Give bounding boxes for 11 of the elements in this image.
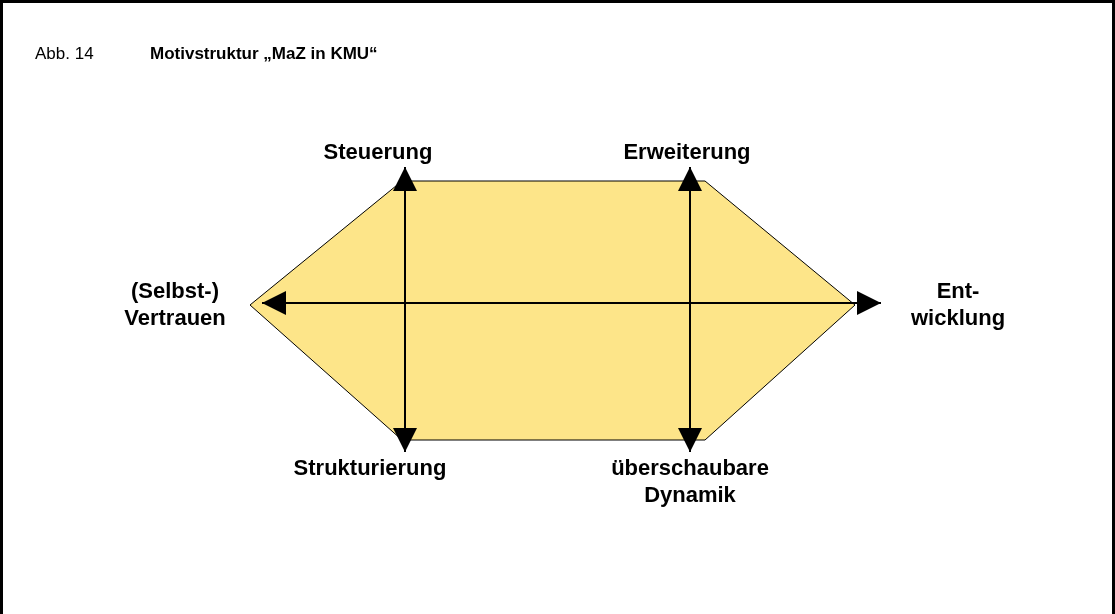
axis-label: (Selbst-) Vertrauen: [90, 277, 260, 331]
double-arrow: [393, 166, 417, 453]
axis-label: Erweiterung: [587, 138, 787, 165]
axis-label: Steuerung: [293, 138, 463, 165]
axis-label: Strukturierung: [270, 454, 470, 481]
double-arrow: [678, 166, 702, 453]
axis-label: überschaubare Dynamik: [580, 454, 800, 508]
axis-label: Ent- wicklung: [883, 277, 1033, 331]
diagram-title: Motivstruktur „MaZ in KMU“: [150, 44, 378, 64]
double-arrow: [261, 291, 882, 315]
figure-number: Abb. 14: [35, 44, 94, 64]
